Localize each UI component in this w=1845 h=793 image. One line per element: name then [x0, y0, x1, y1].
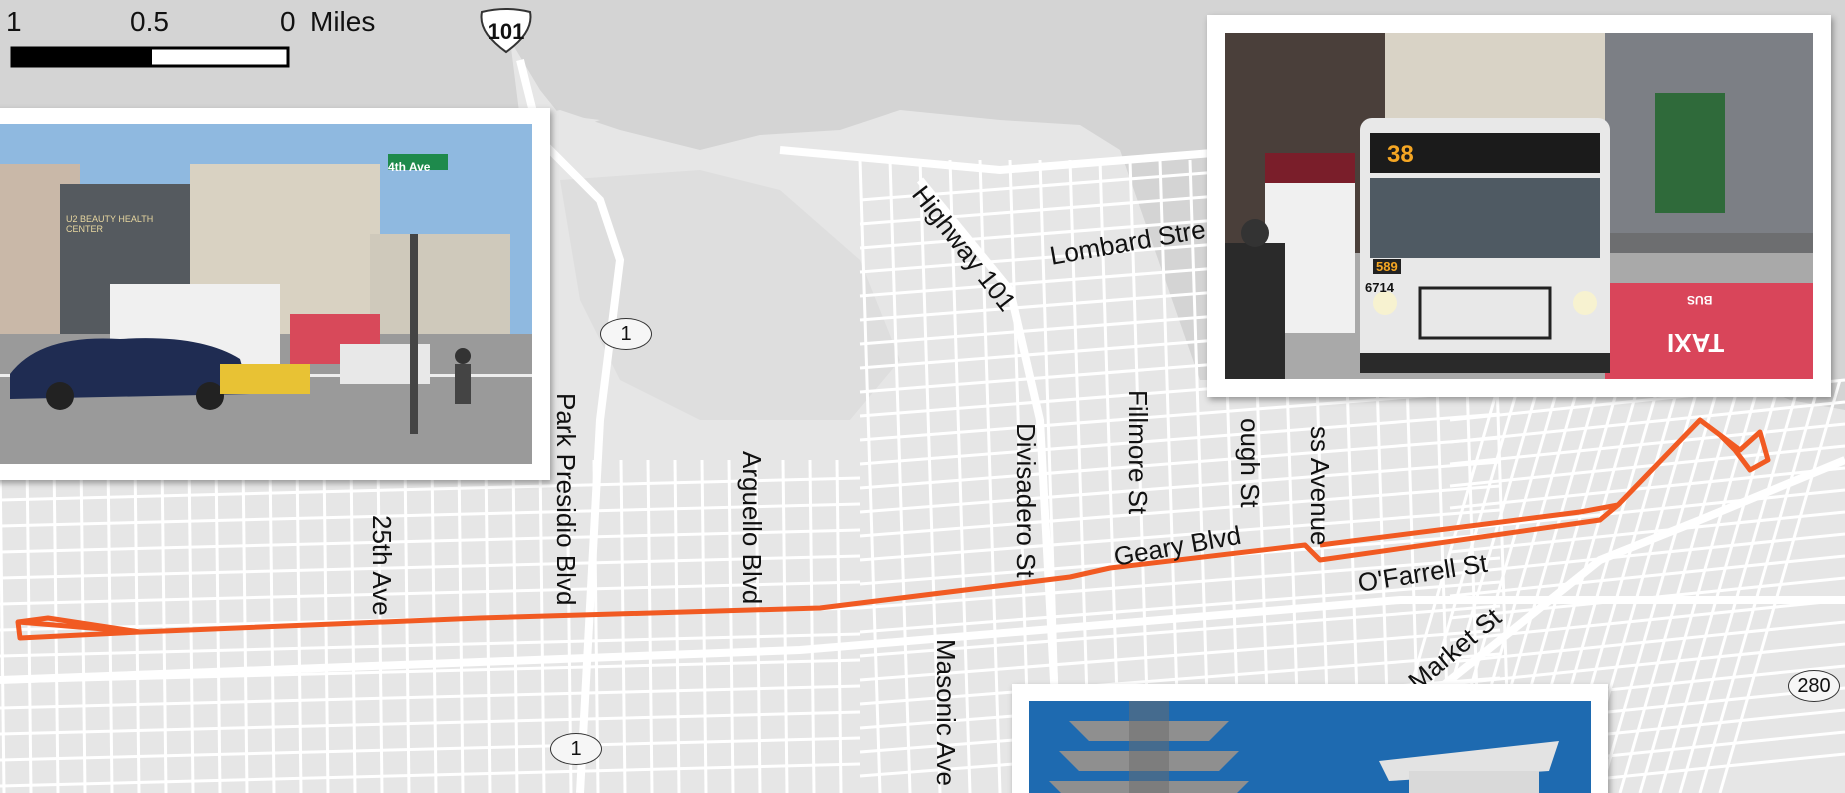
lombard-road	[779, 146, 1251, 175]
photo-bus-fleet-number: 6714	[1365, 280, 1394, 295]
street-segment	[376, 459, 384, 793]
street-segment	[0, 528, 861, 554]
street-segment	[0, 762, 861, 788]
street-segment	[430, 459, 438, 793]
street-segment	[538, 459, 546, 793]
ca-1-south-marker: 1	[550, 733, 602, 765]
photo-geary-street-scene: 4th Ave U2 BEAUTY HEALTH CENTER	[0, 108, 550, 480]
photo-bus-route-number: 38	[1387, 141, 1414, 168]
label-gough: ough St	[1235, 418, 1265, 508]
street-segment	[859, 460, 1501, 514]
street-segment	[0, 736, 861, 762]
street-segment	[918, 159, 942, 793]
bus-image	[1225, 33, 1813, 379]
market-road	[1397, 456, 1845, 724]
photo-bus-sub-number: 589	[1373, 259, 1401, 274]
street-segment	[948, 159, 972, 793]
street-segment	[1449, 532, 1845, 576]
street-segment	[859, 388, 1501, 442]
street-segment	[859, 412, 1501, 466]
label-fillmore: Fillmore St	[1123, 390, 1153, 515]
scale-tick-1: 1	[6, 6, 22, 37]
photo-sign-4th-ave: 4th Ave	[388, 160, 431, 174]
street-segment	[859, 508, 1501, 562]
street-segment	[859, 484, 1501, 538]
street-segment	[25, 459, 33, 793]
street-segment	[0, 459, 6, 793]
presidio-park	[560, 170, 900, 420]
street-segment	[1449, 422, 1845, 466]
street-scene-image	[0, 124, 532, 464]
street-segment	[781, 459, 789, 793]
street-segment	[835, 459, 843, 793]
street-segment	[673, 459, 681, 793]
street-segment	[349, 459, 357, 793]
pagoda-image	[1029, 701, 1591, 793]
ca-1-north-marker: 1	[600, 318, 652, 350]
street-segment	[978, 159, 1002, 793]
street-segment	[0, 502, 861, 528]
street-segment	[858, 159, 882, 793]
photo-lane-marking-bus: BUS	[1687, 293, 1713, 307]
bus-route-line	[15, 417, 1771, 641]
street-segment	[133, 459, 141, 793]
street-segment	[0, 476, 861, 502]
street-segment	[0, 710, 861, 736]
street-segment	[403, 459, 411, 793]
i-280-marker: 280	[1788, 670, 1840, 702]
street-segment	[646, 459, 654, 793]
street-segment	[160, 459, 168, 793]
scale-tick-0: 0	[280, 6, 296, 37]
scale-tick-half: 0.5	[130, 6, 169, 37]
us-101-shield-label: 101	[487, 19, 525, 44]
label-arguello: Arguello Blvd	[737, 451, 767, 605]
photo-38-geary-bus: 38 6714 589 TAXI BUS	[1207, 15, 1831, 397]
us-101-shield-icon	[480, 8, 532, 54]
scale-unit: Miles	[310, 6, 376, 37]
street-segment	[727, 459, 735, 793]
label-masonic: Masonic Ave	[931, 639, 961, 786]
street-segment	[1449, 620, 1845, 664]
label-van-ness: ss Avenue	[1305, 426, 1335, 546]
scale-bar	[10, 46, 290, 68]
crosstown-road	[0, 596, 1845, 684]
street-segment	[0, 632, 861, 658]
street-segment	[1449, 598, 1845, 642]
label-divisadero: Divisadero St	[1011, 423, 1041, 578]
street-segment	[1718, 379, 1842, 793]
street-segment	[1618, 379, 1742, 793]
street-segment	[1449, 488, 1845, 532]
street-segment	[808, 459, 816, 793]
street-segment	[700, 459, 708, 793]
street-segment	[859, 556, 1501, 610]
street-segment	[1698, 379, 1822, 793]
street-segment	[1449, 554, 1845, 598]
street-segment	[0, 580, 861, 606]
photo-japantown-pagoda	[1012, 684, 1608, 793]
street-segment	[859, 580, 1501, 634]
street-segment	[1449, 642, 1845, 686]
label-park-presidio: Park Presidio Blvd	[551, 393, 581, 606]
photo-lane-marking-taxi: TAXI	[1667, 328, 1725, 358]
street-segment	[1658, 379, 1782, 793]
street-segment	[859, 436, 1501, 490]
street-segment	[1598, 379, 1722, 793]
street-segment	[619, 459, 627, 793]
street-segment	[0, 554, 861, 580]
street-segment	[511, 459, 519, 793]
photo-store-sign: U2 BEAUTY HEALTH CENTER	[66, 214, 154, 234]
street-segment	[888, 159, 912, 793]
street-segment	[187, 459, 195, 793]
label-25th-ave: 25th Ave	[367, 515, 397, 616]
street-segment	[0, 684, 861, 710]
highway-101-road	[916, 177, 1064, 793]
street-segment	[457, 459, 465, 793]
street-segment	[754, 459, 762, 793]
street-segment	[484, 459, 492, 793]
major-streets	[0, 59, 1845, 793]
